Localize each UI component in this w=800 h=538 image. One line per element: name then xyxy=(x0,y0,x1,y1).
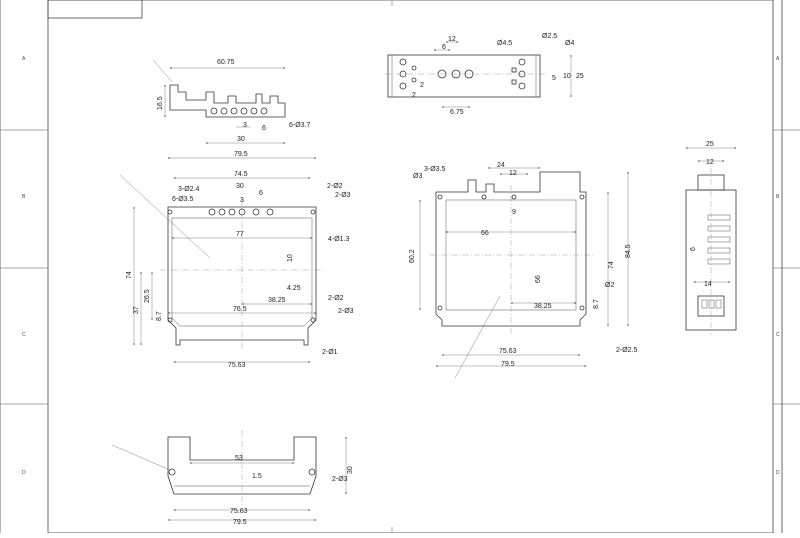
dim-label: 12 xyxy=(509,170,517,177)
dim-label: 75.63 xyxy=(499,348,517,355)
dim-label: 8.7 xyxy=(593,299,600,309)
dim-label: 74.5 xyxy=(234,171,248,178)
top-profile-view: 60.75 16.5 3 6 6-Ø3.7 30 xyxy=(152,59,311,144)
dim-label: 30 xyxy=(237,136,245,143)
dim-label: 4-Ø1.3 xyxy=(328,236,350,243)
dim-label: Ø3 xyxy=(413,173,422,180)
top-right-view: 12 6 Ø4.5 Ø2.5 Ø4 5 10 25 2 2 6.75 xyxy=(385,33,584,116)
dim-label: 12 xyxy=(706,159,714,166)
dim-label: 84.5 xyxy=(625,244,632,258)
dim-label: 38.25 xyxy=(268,297,286,304)
dim-label: 30 xyxy=(236,183,244,190)
dim-label: 6-Ø3.7 xyxy=(289,122,311,129)
dim-label: 38.25 xyxy=(534,303,552,310)
dim-label: 2 xyxy=(412,92,416,99)
dim-label: Ø2 xyxy=(605,282,614,289)
dim-label: 3 xyxy=(240,197,244,204)
dim-label: 3 xyxy=(243,122,247,129)
dim-label: 2-Ø1 xyxy=(322,349,338,356)
zone-label: A xyxy=(22,56,26,62)
dim-label: 12 xyxy=(448,36,456,43)
zone-labels-left: A B C D xyxy=(22,56,26,476)
zone-label: C xyxy=(776,332,780,338)
dim-label: Ø4 xyxy=(565,40,574,47)
dim-label: 6 xyxy=(262,125,266,132)
zone-labels-right: A B C D xyxy=(776,56,780,476)
dim-label: 66 xyxy=(481,230,489,237)
zone-label: D xyxy=(22,470,26,476)
dim-label: 6-Ø3.5 xyxy=(172,196,194,203)
dim-label: 6 xyxy=(690,247,697,251)
dim-label: 2-Ø3 xyxy=(332,476,348,483)
dim-label: 2-Ø3 xyxy=(335,192,351,199)
dim-label: 74 xyxy=(608,261,615,269)
dim-label: 2-Ø2 xyxy=(328,295,344,302)
front-right-view: 24 12 3-Ø3.5 Ø3 9 66 60.2 66 74 84.5 38.… xyxy=(409,162,638,379)
dim-label: 9 xyxy=(512,209,516,216)
zone-label: C xyxy=(22,332,26,338)
dim-label: 6 xyxy=(442,44,446,51)
zone-label: B xyxy=(22,194,26,200)
dim-label: 8.7 xyxy=(156,311,163,321)
front-left-view: 79.5 74.5 30 6 3 3-Ø2.4 6-Ø3.5 2-Ø2 2-Ø3… xyxy=(119,151,354,369)
zone-label: B xyxy=(776,194,780,200)
dim-label: 6.75 xyxy=(450,109,464,116)
dim-label: 37 xyxy=(133,306,140,314)
dim-label: 3-Ø3.5 xyxy=(424,166,446,173)
dim-label: 53 xyxy=(235,455,243,462)
side-view: 25 12 6 14 xyxy=(685,141,737,335)
dim-label: 2 xyxy=(420,82,424,89)
dim-label: 75.63 xyxy=(230,508,248,515)
dim-label: 4.25 xyxy=(287,285,301,292)
dim-label: 79.5 xyxy=(233,519,247,526)
dim-label: 6 xyxy=(259,190,263,197)
dim-label: 25 xyxy=(706,141,714,148)
dim-label: 1.5 xyxy=(252,473,262,480)
dim-label: 10 xyxy=(563,73,571,80)
dim-label: 79.5 xyxy=(501,361,515,368)
dim-label: 2-Ø2 xyxy=(327,183,343,190)
dim-label: 79.5 xyxy=(234,151,248,158)
dim-label: 14 xyxy=(704,281,712,288)
dim-label: 74 xyxy=(126,271,133,279)
dim-label: 24 xyxy=(497,162,505,169)
dim-label: 75.63 xyxy=(228,362,246,369)
dim-label: 76.5 xyxy=(233,306,247,313)
dim-label: 10 xyxy=(287,254,294,262)
zone-label: D xyxy=(776,470,780,476)
dim-label: 66 xyxy=(535,275,542,283)
bottom-view: 53 1.5 30 2-Ø3 75.63 79.5 xyxy=(111,430,354,526)
zone-label: A xyxy=(776,56,780,62)
dim-label: 60.75 xyxy=(217,59,235,66)
dim-label: 30 xyxy=(347,466,354,474)
dim-label: 2-Ø3 xyxy=(338,308,354,315)
dim-label: 26.5 xyxy=(144,289,151,303)
dim-label: 77 xyxy=(236,231,244,238)
dim-label: 60.2 xyxy=(409,249,416,263)
dim-label: 3-Ø2.4 xyxy=(178,186,200,193)
dim-label: 16.5 xyxy=(157,96,164,110)
dim-label: 2-Ø2.5 xyxy=(616,347,638,354)
dim-label: 5 xyxy=(552,75,556,82)
dim-label: Ø2.5 xyxy=(542,33,557,40)
dim-label: 25 xyxy=(576,73,584,80)
dim-label: Ø4.5 xyxy=(497,40,512,47)
